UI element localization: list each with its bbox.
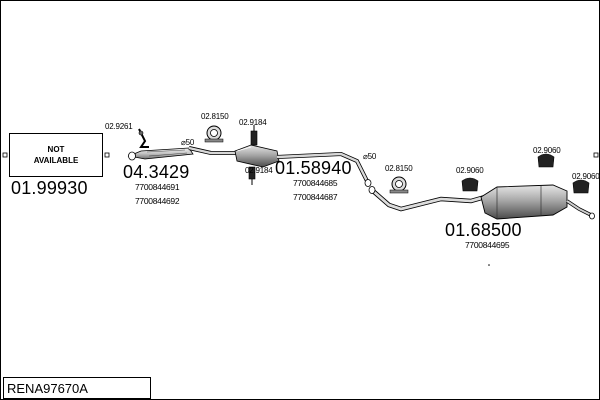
part-number-not-available: 01.99930: [11, 178, 88, 198]
rubber-mount-rear-1: [461, 177, 479, 192]
reference-code: RENA97670A: [7, 381, 88, 396]
mount-ref-rear-3: 02.9060: [572, 172, 600, 181]
clamp-ref-lower: 02.8150: [385, 164, 413, 173]
diameter-label-front: ⌀50: [181, 138, 195, 147]
not-available-box: NOT AVAILABLE: [9, 133, 103, 177]
reference-box: RENA97670A: [3, 377, 151, 399]
clamp-part-lower: [389, 176, 409, 194]
rubber-mount-rear-3: [572, 179, 590, 194]
oem-ref-rear: 7700844695: [465, 240, 510, 250]
rubber-mount-lower: [248, 166, 256, 185]
rubber-mount-upper: [250, 125, 258, 146]
right-edge-marker: [593, 152, 599, 158]
part-number-rear-silencer: 01.68500: [445, 220, 522, 240]
mount-ref-rear-2: 02.9060: [533, 146, 561, 155]
part-number-front-pipe: 04.3429: [123, 162, 190, 182]
stray-dot: [488, 264, 490, 266]
left-edge-marker: [2, 152, 8, 158]
hanger-part-front: [138, 128, 149, 148]
na-box-marker: [104, 152, 110, 158]
intermediate-pipe-part: [368, 186, 486, 212]
clamp-part-upper: [204, 125, 224, 143]
diameter-label-intermediate: ⌀50: [363, 152, 377, 161]
oem-ref-front-2: 7700844692: [135, 196, 180, 206]
rear-silencer-part: [480, 184, 595, 220]
oem-ref-centre-2: 7700844687: [293, 192, 338, 202]
front-pipe-part: [127, 146, 237, 161]
mount-ref-rear-1: 02.9060: [456, 166, 484, 175]
rubber-mount-rear-2: [537, 153, 555, 168]
oem-ref-centre-1: 7700844685: [293, 178, 338, 188]
hanger-ref-front: 02.9261: [105, 122, 133, 131]
mount-ref-lower: 02.9184: [245, 166, 273, 175]
oem-ref-front-1: 7700844691: [135, 182, 180, 192]
centre-silencer-part: [234, 144, 372, 187]
part-number-centre-silencer: 01.58940: [275, 158, 352, 178]
mount-ref-upper: 02.9184: [239, 118, 267, 127]
not-available-text: NOT AVAILABLE: [33, 145, 79, 165]
clamp-ref-upper: 02.8150: [201, 112, 229, 121]
